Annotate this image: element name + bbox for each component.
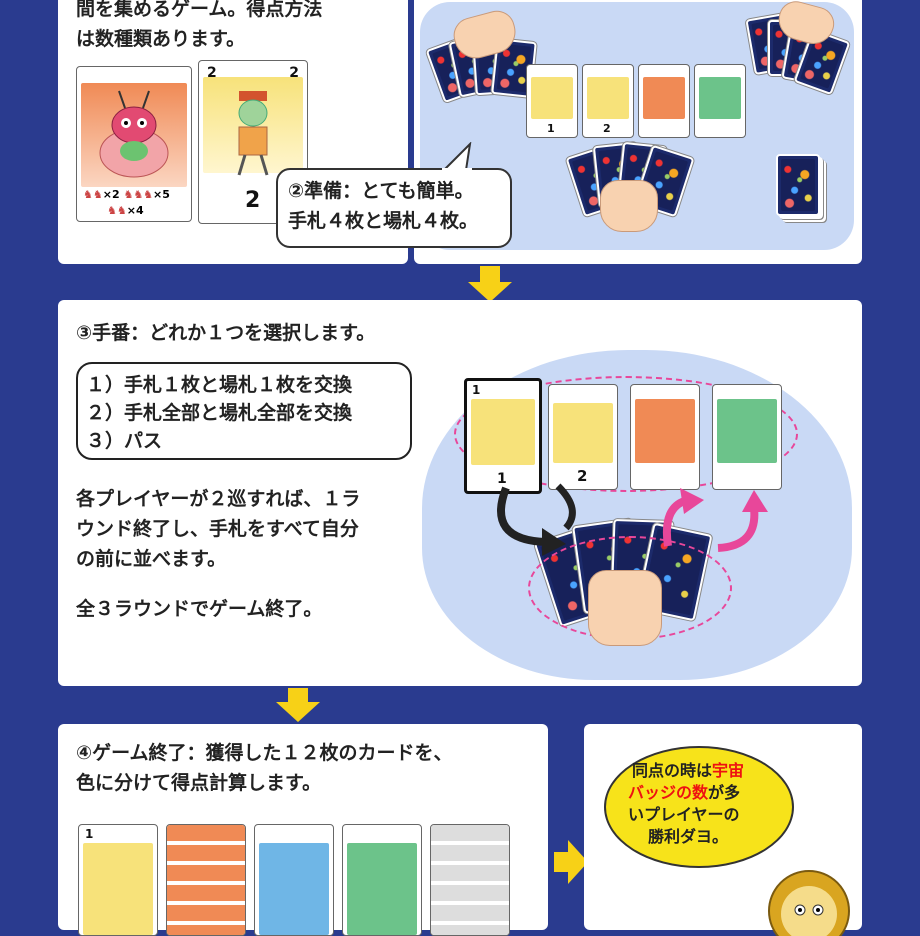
tie-line4: 勝利ダヨ。 [648, 827, 729, 846]
flow-arrow-down [468, 282, 512, 302]
card-number-left: 2 [207, 65, 217, 81]
intro-panel: 間を集めるゲーム。得点方法 は数種類あります。 ♞♞×2 ♞♞♞×5 ♞♞×4 … [58, 0, 408, 264]
setup-bubble-line2: 手札４枚と場札４枚。 [288, 210, 479, 232]
tie-bubble [604, 746, 794, 868]
flow-arrow-right [568, 840, 588, 884]
score-card-yellow: 1 [78, 824, 158, 936]
card-art [643, 77, 685, 119]
example-card-red: ♞♞×2 ♞♞♞×5 ♞♞×4 [76, 66, 192, 222]
turn-options-box: １）手札１枚と場札１枚を交換 ２）手札全部と場札全部を交換 ３）パス [76, 362, 412, 460]
field-card-4b [712, 384, 782, 490]
setup-bubble-line1: ②準備：とても簡単。 [288, 180, 474, 202]
field-card-4 [694, 64, 746, 138]
flow-arrow-stem [480, 266, 500, 282]
card-bottom-number: 2 [245, 188, 261, 213]
flow-arrow-stem [554, 852, 568, 872]
field-card-2: 2 [582, 64, 634, 138]
intro-text-line2: は数種類あります。 [76, 28, 246, 50]
score-line-1: ♞♞×2 ♞♞♞×5 [83, 188, 170, 201]
card-number-right: 2 [289, 65, 299, 81]
card-bottom-number: 2 [577, 467, 588, 485]
draw-deck [776, 154, 820, 216]
swap-arrow-pink [663, 488, 768, 552]
red-monster-icon [99, 90, 169, 178]
field-card-3b [630, 384, 700, 490]
scoring-title-line2: 色に分けて得点計算します。 [76, 772, 322, 794]
card-number: 1 [85, 827, 94, 841]
card-number: 2 [603, 122, 611, 135]
card-art [635, 399, 695, 463]
score-line-2: ♞♞×4 [107, 204, 144, 217]
tie-line3: いプレイヤーの [628, 805, 740, 824]
scoring-panel: ④ゲーム終了：獲得した１２枚のカードを、 色に分けて得点計算します。 1 [58, 724, 548, 936]
flow-arrow-stem [288, 688, 308, 702]
swap-arrow-black [497, 483, 576, 556]
lion-character-icon [768, 870, 850, 936]
round-text-line1: 各プレイヤーが２巡すれば、１ラ [76, 488, 361, 510]
card-art [347, 843, 417, 935]
score-card-blue [254, 824, 334, 936]
intro-text-line1: 間を集めるゲーム。得点方法 [76, 0, 323, 20]
robot-character-icon [237, 91, 269, 176]
option-3: ３）パス [86, 430, 163, 452]
option-2: ２）手札全部と場札全部を交換 [86, 402, 353, 424]
card-art [259, 843, 329, 935]
selected-field-card: 1 1 [464, 378, 542, 494]
round-text-line3: の前に並べます。 [76, 548, 227, 570]
turn-panel: ③手番：どれか１つを選択します。 １）手札１枚と場札１枚を交換 ２）手札全部と場… [58, 300, 862, 686]
tie-line1: 同点の時は宇宙 [632, 761, 745, 780]
field-highlight-ellipse [454, 376, 798, 492]
card-art [471, 399, 535, 465]
turn-title: ③手番：どれか１つを選択します。 [76, 322, 376, 344]
card-art [431, 825, 509, 935]
card-bottom-number: 1 [497, 471, 507, 487]
field-card-3 [638, 64, 690, 138]
card-art [531, 77, 573, 119]
player-hand-bottom [600, 180, 658, 232]
field-card-1: 1 [526, 64, 578, 138]
card-art [83, 843, 153, 935]
score-card-green [342, 824, 422, 936]
card-art [553, 403, 613, 463]
player-hand [588, 570, 662, 646]
card-art [699, 77, 741, 119]
flow-arrow-down [276, 702, 320, 722]
field-card-2b: 2 [548, 384, 618, 490]
game-end-text: 全３ラウンドでゲーム終了。 [76, 598, 323, 620]
scoring-title-line1: ④ゲーム終了：獲得した１２枚のカードを、 [76, 742, 453, 764]
card-art [167, 825, 245, 935]
bubble-tail [442, 142, 472, 172]
card-number: 1 [547, 122, 555, 135]
tie-panel: 同点の時は宇宙 バッジの数が多 いプレイヤーの 勝利ダヨ。 [584, 724, 862, 936]
setup-bubble: ②準備：とても簡単。 手札４枚と場札４枚。 [276, 168, 512, 248]
card-number-left: 1 [472, 383, 481, 397]
score-card-stack-red [166, 824, 246, 936]
card-art [717, 399, 777, 463]
option-1: １）手札１枚と場札１枚を交換 [86, 374, 353, 396]
card-art [587, 77, 629, 119]
tie-line2: バッジの数が多 [628, 783, 741, 802]
round-text-line2: ウンド終了し、手札をすべて自分 [76, 518, 359, 540]
score-card-stack-gray [430, 824, 510, 936]
